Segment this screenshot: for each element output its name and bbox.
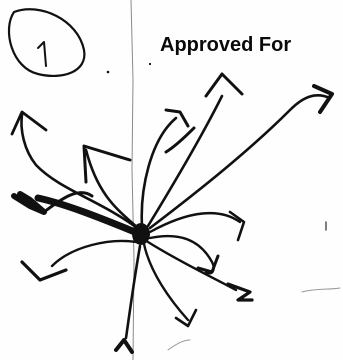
arrow-arm-lower-left (52, 241, 136, 266)
scribble-tip-lower-right (228, 284, 252, 300)
ink-speck (107, 71, 110, 74)
faint-curve-bottom (168, 340, 190, 350)
arrowhead-right-lower (198, 256, 218, 272)
ink-speck (149, 63, 151, 65)
arrow-arm-far-right (150, 95, 330, 228)
arrow-arm-right (150, 213, 240, 232)
arrow-arm-down-right (144, 244, 188, 320)
arrow-arm-upper-right (148, 96, 222, 226)
arrowhead-up-left (12, 112, 46, 134)
arrowhead-upper-right (206, 74, 242, 96)
oval-handwritten-mark (38, 42, 46, 66)
arrowhead-down (116, 340, 132, 352)
arrowhead-far-right (314, 86, 332, 112)
arrowhead-lower-left (22, 262, 66, 280)
faint-curve-right (302, 288, 340, 292)
arrow-arm-right-lower (150, 236, 214, 273)
hook-upper-middle (166, 128, 194, 152)
approved-for-stamp-text: Approved For (160, 33, 291, 57)
